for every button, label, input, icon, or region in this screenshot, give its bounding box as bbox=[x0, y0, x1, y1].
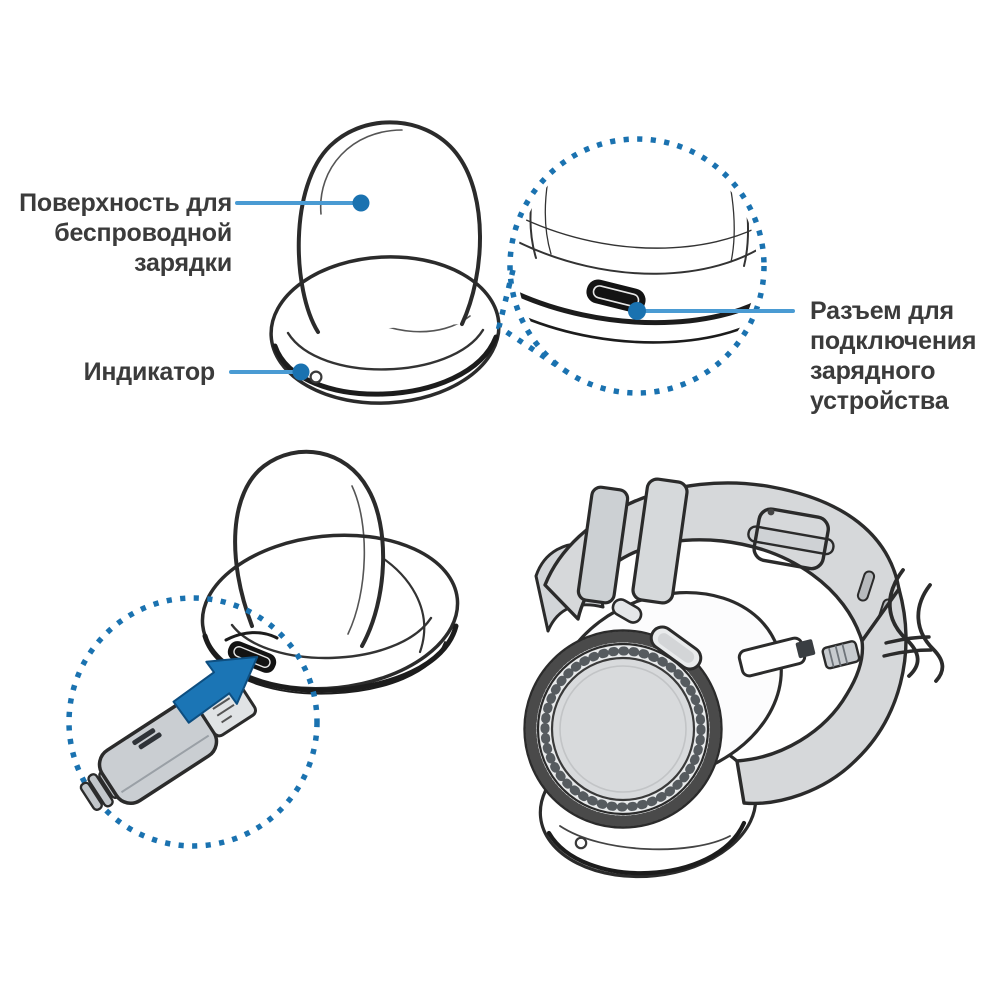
watch-on-dock-illustration bbox=[523, 477, 945, 879]
cable-break-marks-icon bbox=[887, 568, 945, 683]
label-charger-connector: Разъем для подключения зарядного устройс… bbox=[810, 297, 977, 415]
connector-leader-dot bbox=[628, 302, 646, 320]
insert-arrow-icon bbox=[172, 655, 259, 724]
bottom-dock-illustration bbox=[200, 449, 460, 695]
callout-leaders bbox=[229, 194, 795, 381]
plug-magnifier-circle bbox=[66, 595, 320, 849]
port-magnifier-circle bbox=[495, 136, 767, 396]
surface-leader-dot bbox=[352, 194, 370, 212]
top-dock-illustration bbox=[269, 120, 501, 405]
indicator-hole-icon bbox=[309, 370, 323, 384]
dotted-circle-bottom bbox=[66, 595, 320, 849]
bottom-dock-holder bbox=[233, 449, 386, 648]
top-dock-holder bbox=[296, 120, 482, 334]
watch-side-button-small bbox=[611, 598, 643, 624]
watch-tick-ring bbox=[540, 646, 706, 812]
watch-face bbox=[523, 629, 723, 829]
strap-hole bbox=[856, 570, 876, 602]
label-wireless-charging-surface: Поверхность для беспроводной зарядки bbox=[19, 189, 232, 277]
magnifier-tail bbox=[495, 269, 566, 373]
watch-bezel-knurl bbox=[525, 631, 721, 827]
strap-keeper-loop bbox=[576, 485, 630, 605]
strap-buckle bbox=[747, 507, 835, 571]
label-indicator: Индикатор bbox=[83, 358, 216, 386]
dock-indicator-hole bbox=[574, 836, 588, 850]
charging-port-icon bbox=[586, 279, 646, 313]
dotted-circle-top bbox=[507, 136, 767, 396]
charger-cable-connector bbox=[737, 636, 861, 678]
watch-strap-right bbox=[735, 587, 908, 806]
strap-keeper-loop bbox=[631, 477, 689, 605]
watch-side-button bbox=[649, 625, 703, 671]
usb-plug-icon bbox=[79, 679, 257, 811]
strap-pin bbox=[767, 508, 775, 516]
indicator-leader-dot bbox=[292, 363, 310, 381]
